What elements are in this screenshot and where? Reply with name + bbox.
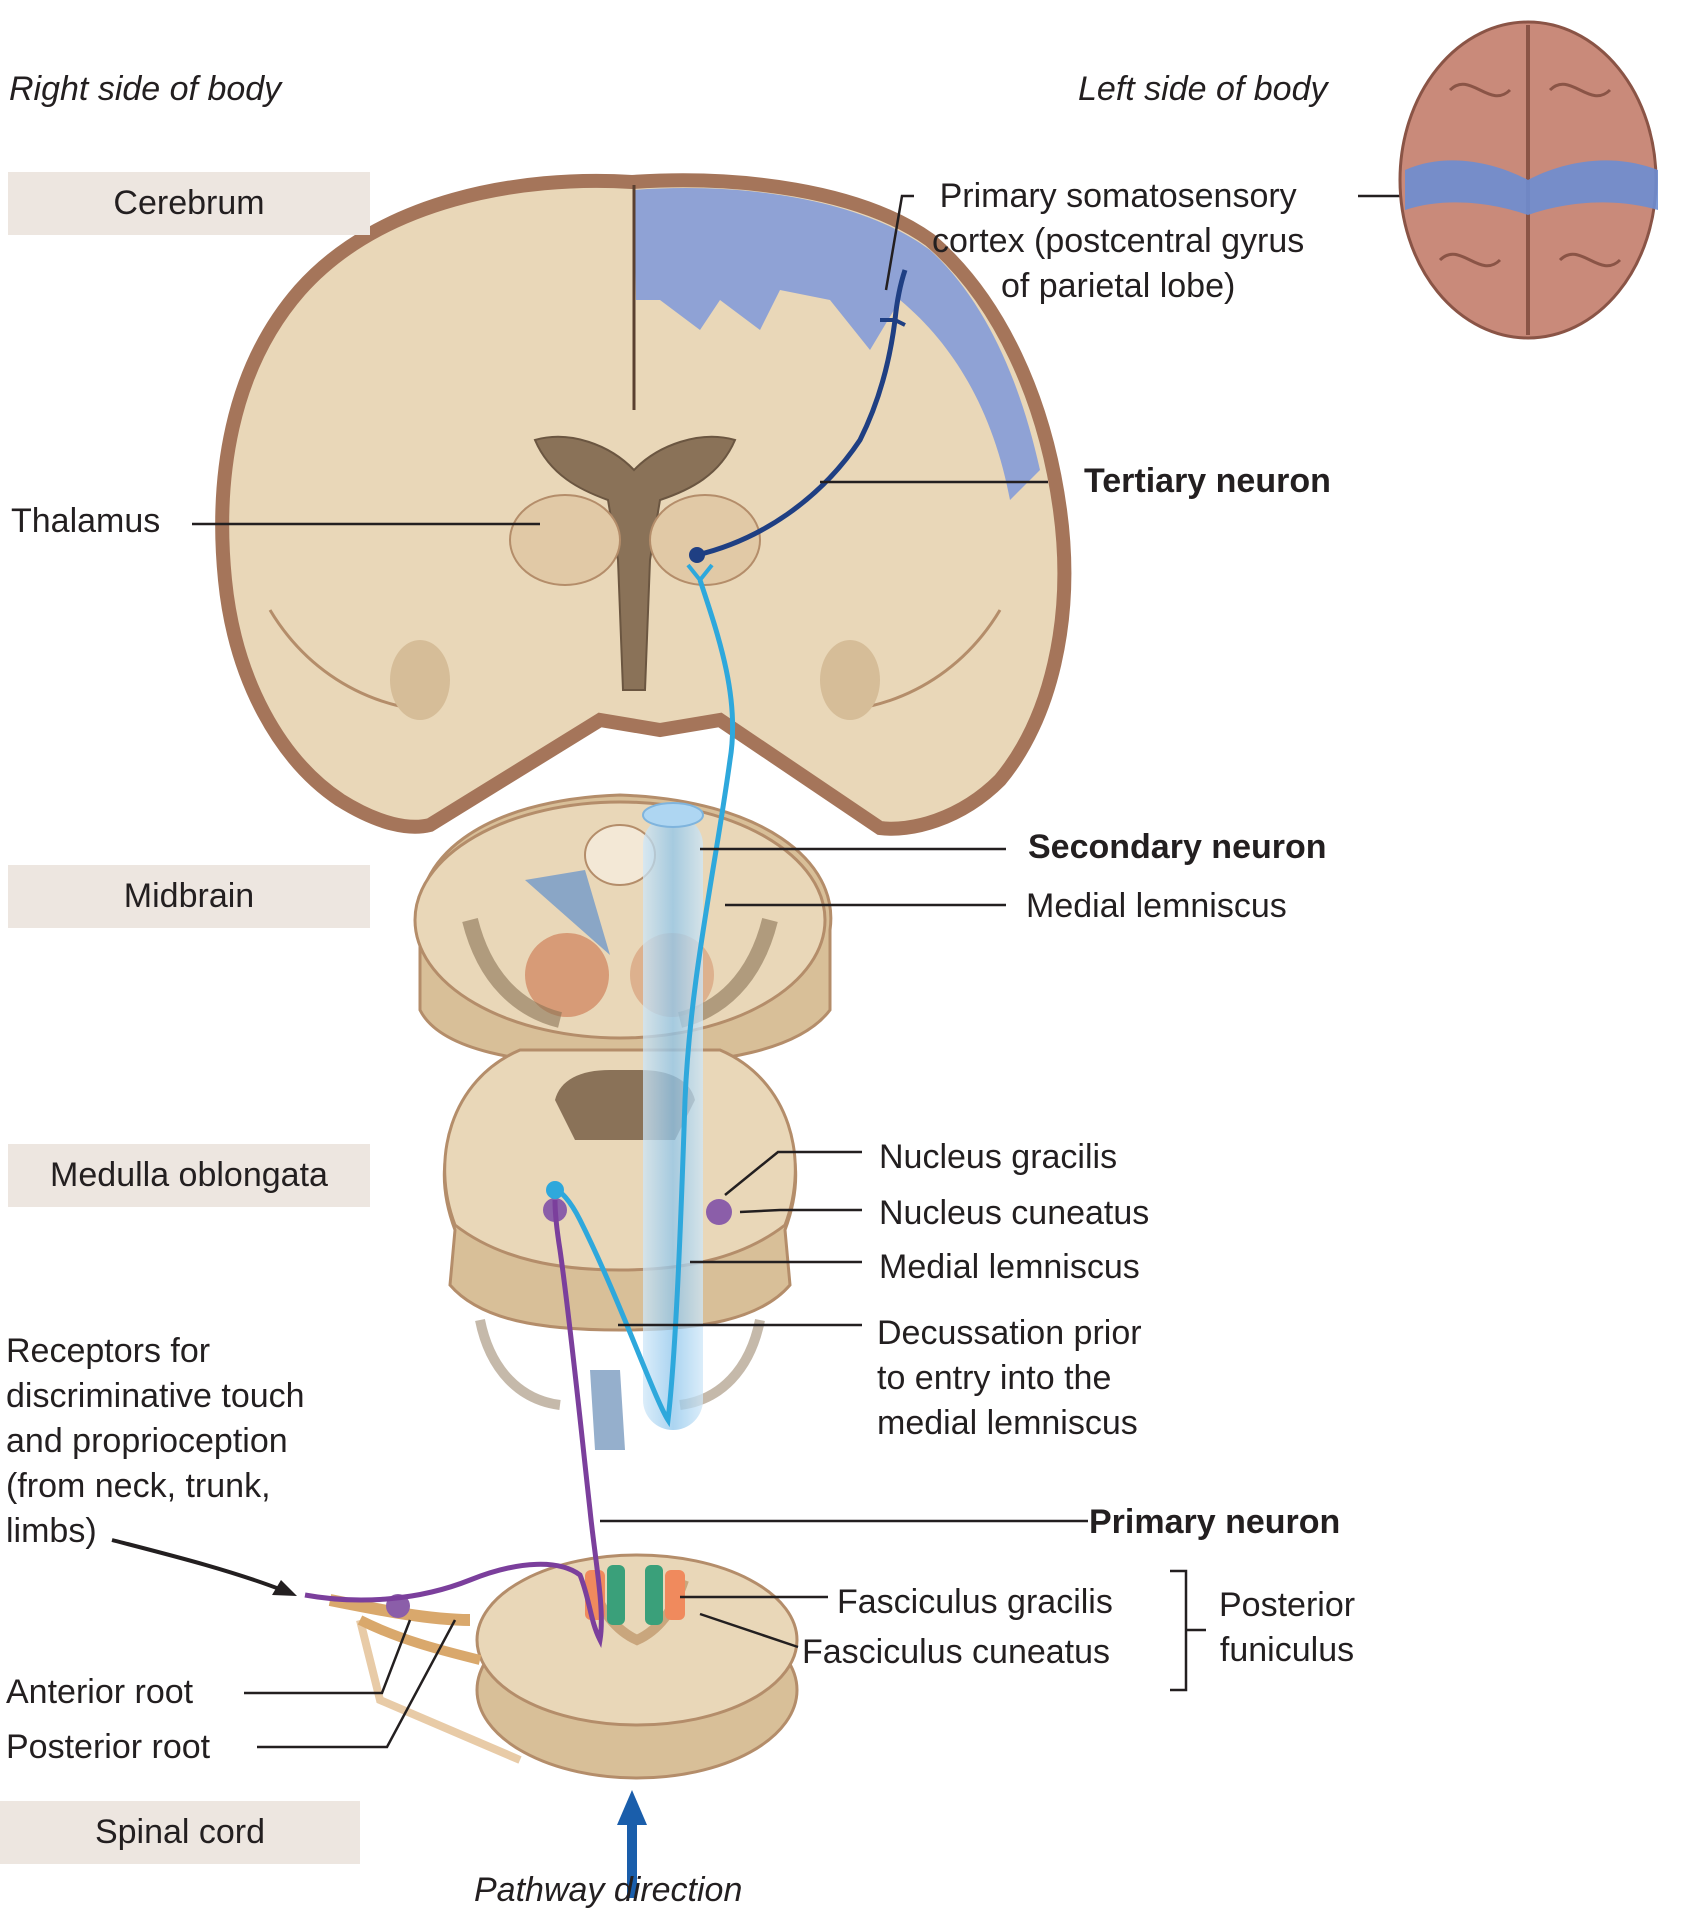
- spinal-cord-section: [328, 1553, 799, 1780]
- brain-top-view: [1398, 20, 1658, 340]
- region-box-cerebrum: Cerebrum: [8, 172, 370, 235]
- right-side-label: Right side of body: [9, 70, 282, 108]
- pathway-direction-label: Pathway direction: [474, 1871, 743, 1909]
- region-box-midbrain: Midbrain: [8, 865, 370, 928]
- nucleus-gracilis-label: Nucleus gracilis: [879, 1138, 1118, 1176]
- fasciculus-cuneatus-right: [665, 1570, 685, 1620]
- thalamus-shape: [509, 494, 621, 586]
- medial-lemniscus-tube: [642, 802, 704, 1430]
- region-midbrain: Midbrain: [123, 877, 255, 915]
- receptors-label: Receptors for discriminative touch and p…: [6, 1332, 305, 1550]
- nucleus-cuneatus-shape: [706, 1199, 732, 1225]
- medial-lemniscus-midbrain-label: Medial lemniscus: [1026, 887, 1287, 925]
- primary-neuron-path: [304, 1199, 604, 1649]
- primary-somatosensory-cortex-highlight: [634, 188, 1040, 500]
- nucleus-cuneatus-label: Nucleus cuneatus: [879, 1194, 1150, 1232]
- left-side-label: Left side of body: [1078, 70, 1328, 108]
- fasciculus-gracilis-label: Fasciculus gracilis: [837, 1583, 1113, 1621]
- leader-lines: [192, 194, 1408, 1749]
- medial-lemniscus-medulla-label: Medial lemniscus: [879, 1248, 1140, 1286]
- fasciculus-gracilis-left: [607, 1565, 625, 1625]
- decussation-label: Decussation prior to entry into the medi…: [877, 1314, 1142, 1442]
- pathway-arrow: [617, 1790, 647, 1898]
- secondary-neuron-path: [554, 579, 736, 1428]
- tertiary-neuron-label: Tertiary neuron: [1084, 462, 1331, 500]
- fasciculus-cuneatus-label: Fasciculus cuneatus: [802, 1633, 1111, 1671]
- midbrain-section: [413, 793, 833, 1067]
- medulla-section: [442, 1048, 798, 1450]
- region-box-spinal-cord: Spinal cord: [0, 1801, 360, 1864]
- region-medulla: Medulla oblongata: [50, 1156, 328, 1194]
- posterior-funiculus-label: Posterior funiculus: [1219, 1586, 1356, 1669]
- thalamus-label: Thalamus: [11, 502, 161, 540]
- fasciculus-gracilis-right: [645, 1565, 663, 1625]
- primary-neuron-label: Primary neuron: [1089, 1503, 1341, 1541]
- primary-cortex-label: Primary somatosensory cortex (postcentra…: [932, 177, 1305, 305]
- cerebrum-section: [215, 173, 1072, 836]
- tertiary-neuron-path: [696, 269, 908, 558]
- region-spinal-cord: Spinal cord: [94, 1813, 266, 1851]
- region-box-medulla: Medulla oblongata: [8, 1144, 370, 1207]
- secondary-neuron-label: Secondary neuron: [1028, 828, 1327, 866]
- anterior-root-label: Anterior root: [6, 1673, 194, 1711]
- region-cerebrum: Cerebrum: [113, 184, 265, 222]
- posterior-root-label: Posterior root: [6, 1728, 211, 1766]
- lateral-ventricles: [533, 435, 737, 691]
